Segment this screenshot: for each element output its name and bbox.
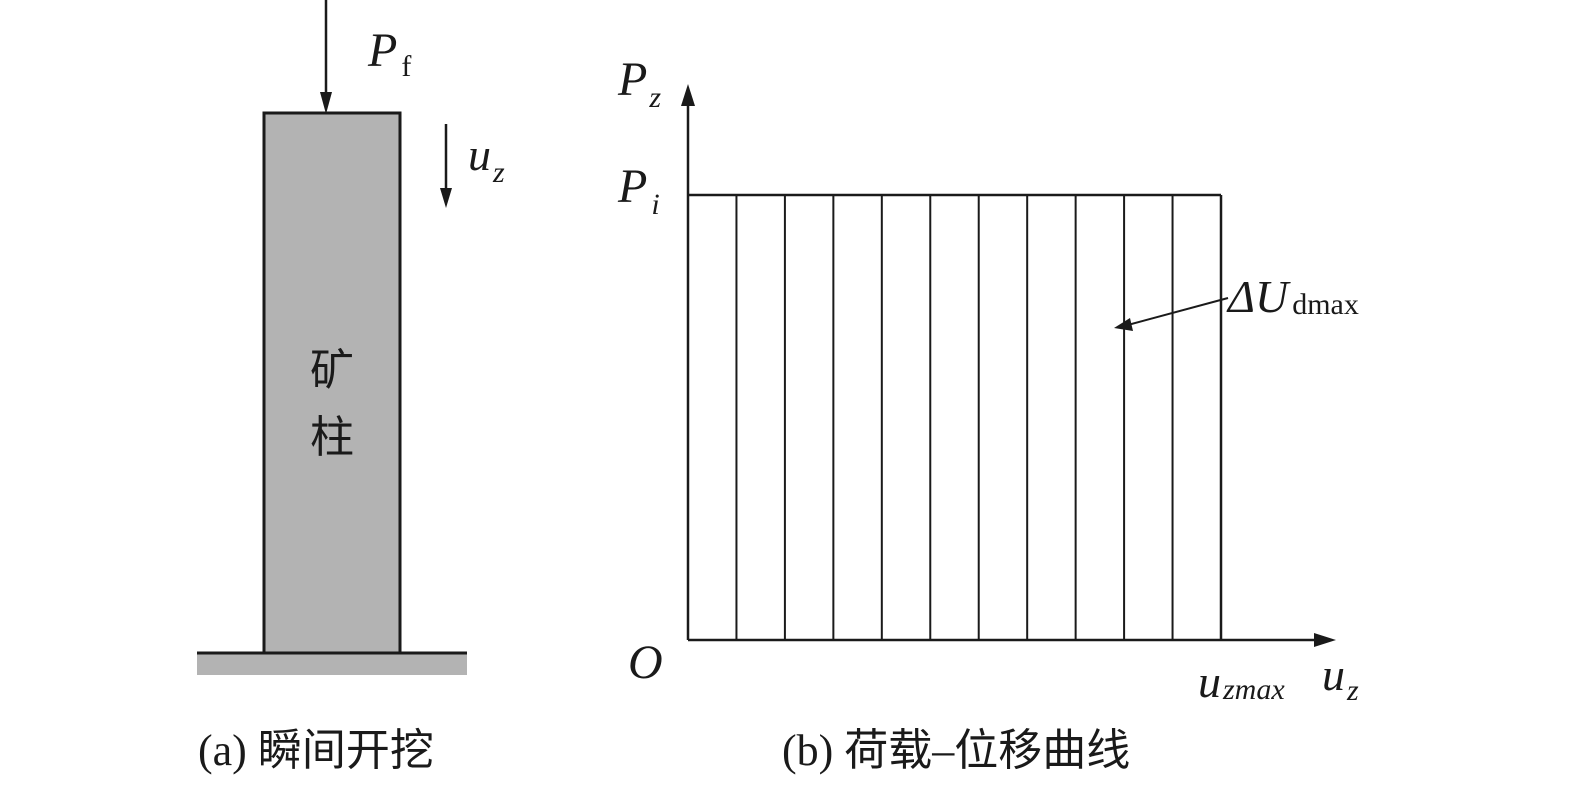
x-axis-label: uz [1322, 649, 1359, 707]
y-axis-label: Pz [617, 53, 661, 114]
caption-b: (b) 荷载–位移曲线 [782, 726, 1130, 775]
energy-pointer-head [1114, 318, 1133, 331]
energy-area-hatching [735, 195, 1174, 640]
displacement-label: uz [468, 129, 505, 189]
energy-pointer [1123, 297, 1229, 327]
caption-a: (a) 瞬间开挖 [198, 726, 434, 775]
pillar [262, 111, 402, 655]
pillar-label-line2: 柱 [310, 412, 354, 463]
pillar-label-line1: 矿 [310, 345, 354, 396]
ground-block [197, 653, 467, 675]
x-axis-arrow-head [1314, 633, 1336, 647]
load-arrow-head [320, 92, 332, 114]
origin-label: O [628, 636, 663, 689]
y-axis-arrow-head [681, 84, 695, 106]
displacement-arrow-head [440, 188, 452, 208]
x-max-label: uzmax [1198, 656, 1285, 707]
